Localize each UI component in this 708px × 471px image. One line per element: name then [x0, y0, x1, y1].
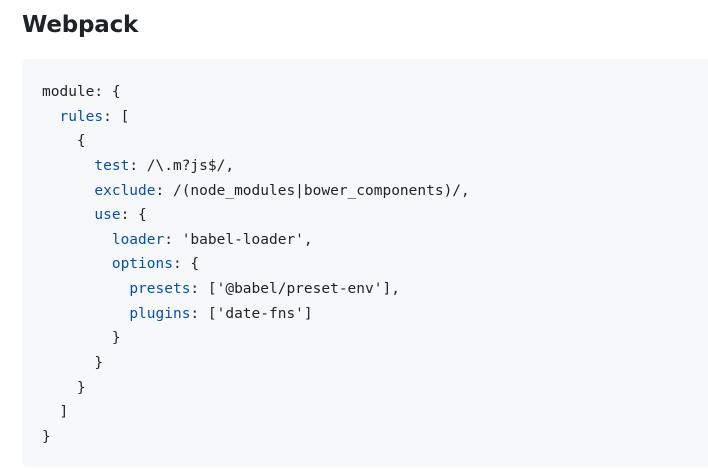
code-line: } [42, 428, 51, 445]
code-line: exclude: /(node_modules|bower_components… [94, 182, 470, 199]
code-key: options [111, 256, 173, 273]
code-line: options: { [111, 256, 200, 273]
code-line: { [76, 133, 86, 150]
code-key: exclude [94, 182, 156, 199]
code-key: rules [59, 108, 104, 125]
code-line: presets: ['@babel/preset-env'], [129, 281, 400, 298]
code-line: loader: 'babel-loader', [111, 231, 313, 248]
code-key: loader [111, 231, 165, 248]
code-line: module: { [42, 84, 121, 100]
code-line: use: { [94, 207, 147, 224]
code-line: test: /\.m?js$/, [94, 157, 235, 174]
code-key: presets [129, 281, 191, 298]
code-line: ] [59, 404, 69, 421]
code-key: plugins [129, 305, 191, 322]
code-block[interactable]: module: { rules: [ { test: /\.m?js$/, ex… [22, 59, 708, 467]
code-line: } [94, 355, 104, 372]
code-line: rules: [ [59, 108, 130, 125]
code-line: plugins: ['date-fns'] [129, 305, 313, 322]
section-heading: Webpack [22, 12, 139, 38]
code-key: use [94, 207, 121, 224]
code-line: } [111, 330, 121, 347]
code-line: } [76, 379, 86, 396]
code-key: test [94, 157, 130, 174]
